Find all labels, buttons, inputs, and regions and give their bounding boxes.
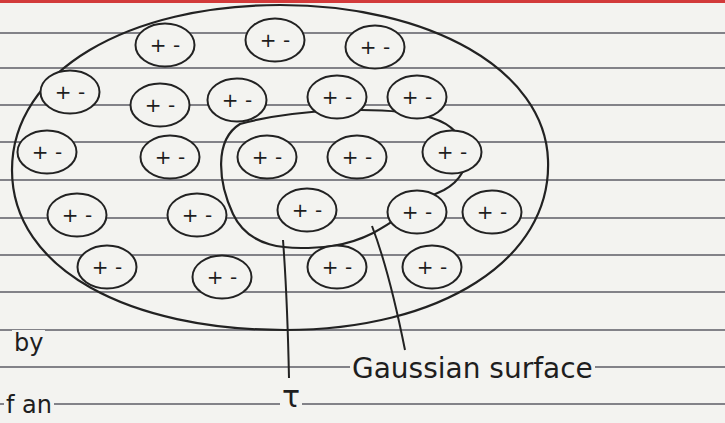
molecule-dipole: + - — [139, 134, 201, 180]
molecule-dipole: + - — [386, 189, 448, 235]
molecule-dipole: + - — [461, 189, 523, 235]
charge-sign: + - — [145, 95, 175, 115]
charge-sign: + - — [342, 147, 372, 167]
molecule-dipole: + - — [421, 129, 483, 175]
molecule-dipole: + - — [401, 244, 463, 290]
molecule-dipole: + - — [306, 244, 368, 290]
gaussian-surface — [221, 110, 466, 248]
molecule-dipole: + - — [76, 244, 138, 290]
note-text: f an — [4, 392, 54, 418]
charge-sign: + - — [150, 35, 180, 55]
molecule-dipole: + - — [344, 24, 406, 70]
charge-sign: + - — [252, 147, 282, 167]
charge-sign: + - — [260, 30, 290, 50]
molecule-dipole: + - — [206, 77, 268, 123]
ruled-lines — [0, 33, 725, 404]
molecule-dipole: + - — [326, 134, 388, 180]
charge-sign: + - — [360, 37, 390, 57]
molecule-dipole: + - — [236, 134, 298, 180]
molecule-dipole: + - — [129, 82, 191, 128]
charge-sign: + - — [62, 205, 92, 225]
charge-sign: + - — [402, 202, 432, 222]
leader-line — [372, 226, 405, 350]
molecule-dipole: + - — [276, 187, 338, 233]
charge-sign: + - — [222, 90, 252, 110]
molecule-dipole: + - — [306, 74, 368, 120]
molecule-dipole: + - — [16, 129, 78, 175]
molecule-dipole: + - — [46, 192, 108, 238]
charge-sign: + - — [417, 257, 447, 277]
charge-sign: + - — [437, 142, 467, 162]
molecule-dipole: + - — [166, 192, 228, 238]
charge-sign: + - — [477, 202, 507, 222]
molecule-dipole: + - — [386, 74, 448, 120]
volume-symbol: τ — [280, 380, 302, 413]
charge-sign: + - — [322, 257, 352, 277]
charge-sign: + - — [182, 205, 212, 225]
charge-sign: + - — [55, 82, 85, 102]
charge-sign: + - — [32, 142, 62, 162]
charge-sign: + - — [207, 267, 237, 287]
charge-sign: + - — [322, 87, 352, 107]
surface-label: Gaussian surface — [350, 354, 595, 385]
note-text: by — [12, 330, 45, 356]
molecule-dipole: + - — [39, 69, 101, 115]
dielectric-outline — [12, 5, 548, 330]
charge-sign: + - — [92, 257, 122, 277]
molecule-dipole: + - — [191, 254, 253, 300]
charge-sign: + - — [402, 87, 432, 107]
margin-line — [0, 0, 725, 3]
charge-sign: + - — [155, 147, 185, 167]
molecule-dipole: + - — [134, 22, 196, 68]
molecule-dipole: + - — [244, 17, 306, 63]
charge-sign: + - — [292, 200, 322, 220]
leader-line — [283, 240, 289, 378]
